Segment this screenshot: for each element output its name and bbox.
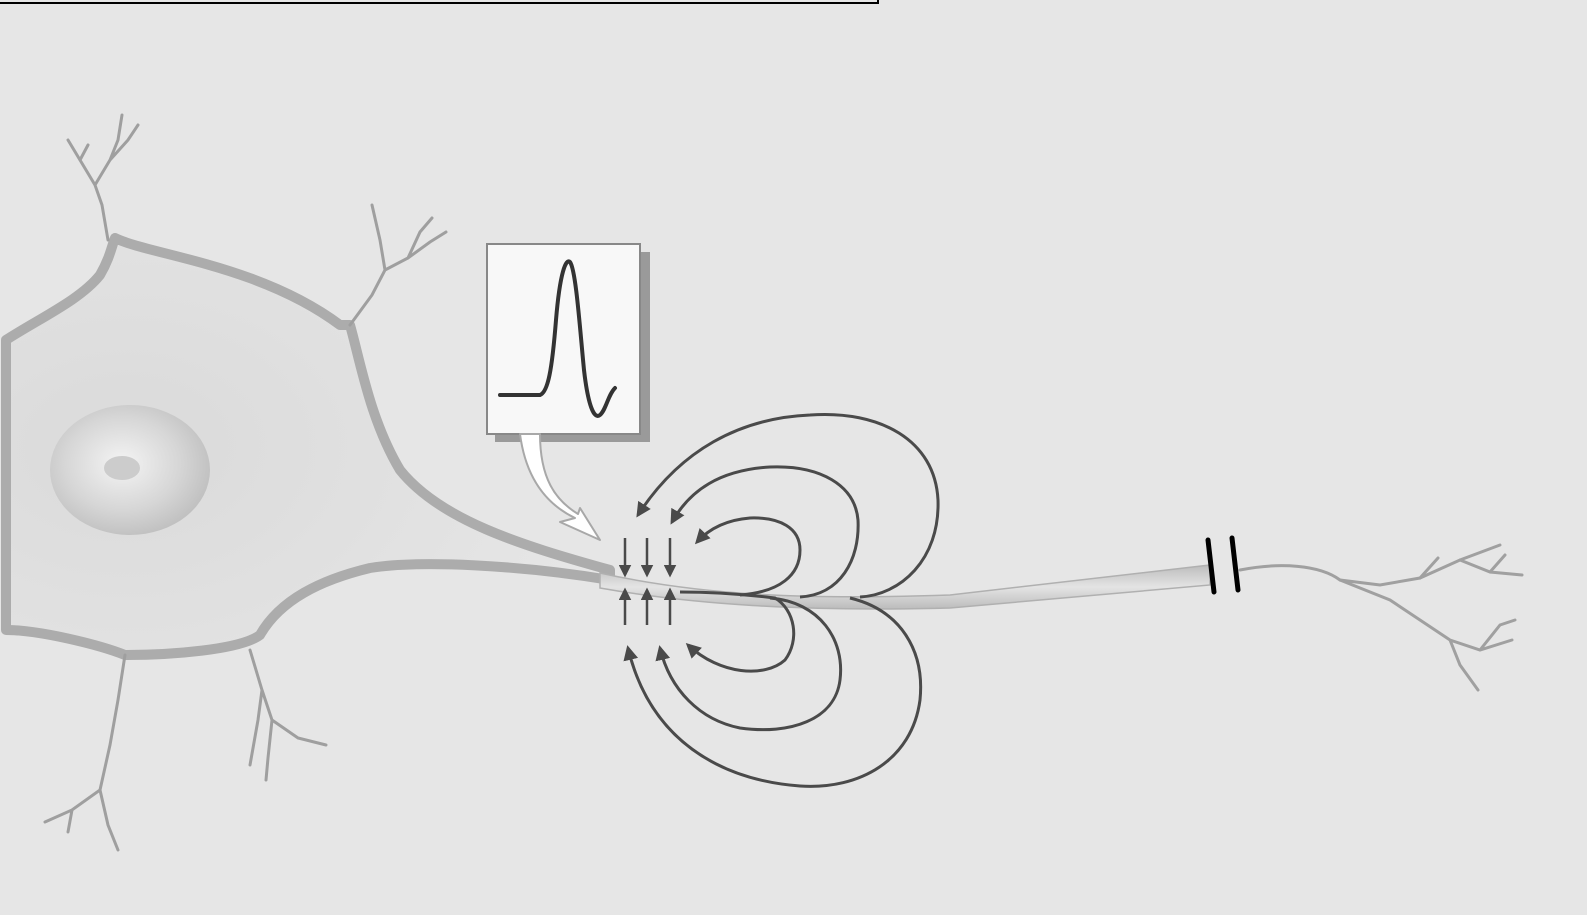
axon-terminal bbox=[1238, 543, 1524, 692]
current-loop-upper-outer bbox=[636, 412, 940, 599]
axon-terminal-trunk bbox=[1238, 543, 1502, 587]
current-loop-lower-inner bbox=[679, 590, 796, 673]
axon bbox=[599, 564, 1211, 610]
ion-influx-arrows bbox=[618, 538, 677, 625]
dendrites bbox=[43, 113, 448, 852]
break-mark-right bbox=[1229, 535, 1241, 593]
break-mark-left bbox=[1205, 537, 1217, 595]
dendrite-top-right bbox=[348, 203, 448, 327]
current-loop-upper-middle bbox=[670, 465, 860, 599]
callout-pointer bbox=[519, 433, 601, 541]
dendrite-bottom-left bbox=[43, 653, 127, 852]
axon-break-icon bbox=[1205, 535, 1241, 595]
action-potential-waveform-icon bbox=[498, 259, 617, 418]
dendrite-top-left bbox=[66, 113, 140, 242]
current-loop-lower-middle bbox=[655, 596, 843, 732]
dendrite-bottom-right bbox=[248, 648, 328, 782]
current-loop-lower-outer bbox=[623, 596, 923, 788]
nucleolus bbox=[104, 456, 140, 480]
current-flow-arrow-icon bbox=[623, 412, 940, 788]
axon-terminal-branches bbox=[1338, 553, 1524, 692]
cell-body bbox=[1, 233, 615, 660]
action-potential-callout bbox=[486, 243, 650, 541]
soma-outline bbox=[1, 233, 615, 660]
current-loop-upper-inner bbox=[694, 516, 802, 597]
frame-line bbox=[0, 0, 879, 4]
